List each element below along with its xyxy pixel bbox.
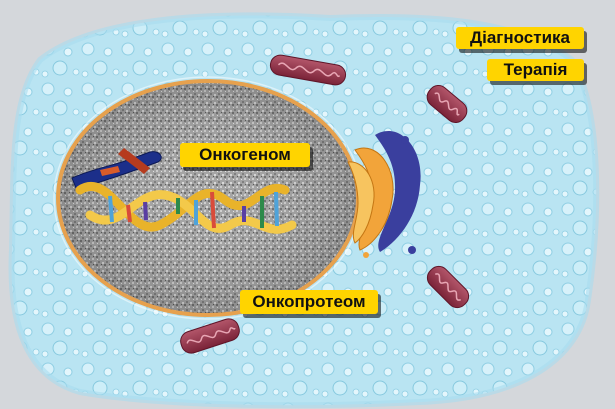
diagnostics-button[interactable]: Діагностика — [456, 27, 584, 49]
oncoproteome-label-text: Онкопротеом — [252, 291, 365, 313]
therapy-button-label: Терапія — [504, 59, 568, 81]
oncogenome-label-text: Онкогеном — [199, 144, 291, 166]
oncogenome-label[interactable]: Онкогеном — [180, 143, 310, 167]
oncoproteome-label[interactable]: Онкопротеом — [240, 290, 378, 314]
diagnostics-button-label: Діагностика — [470, 27, 570, 49]
therapy-button[interactable]: Терапія — [487, 59, 584, 81]
